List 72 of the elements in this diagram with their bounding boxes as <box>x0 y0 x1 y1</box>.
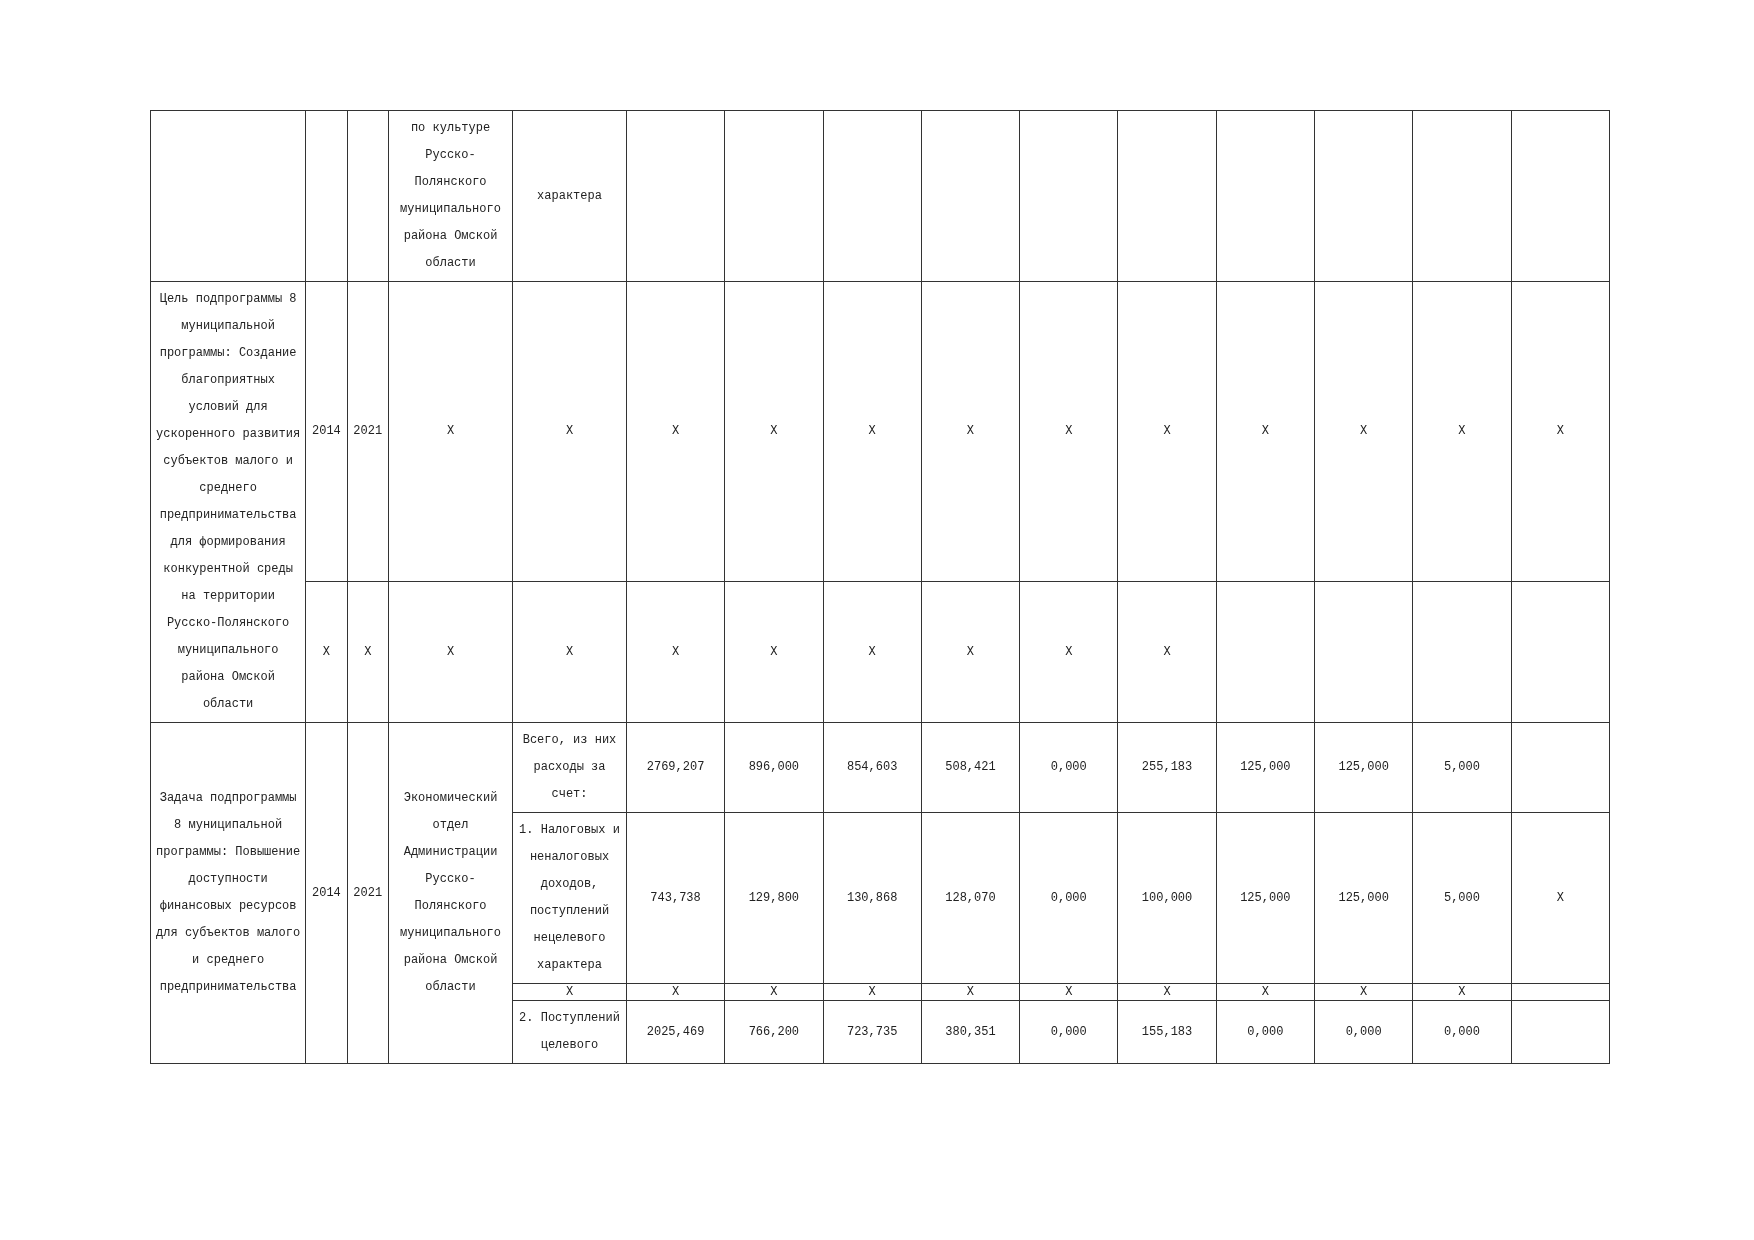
task-text: Задача подпрограммы 8 муниципальной программы: Повышение доступности финансовых ресурсов для субъектов малого и среднего предпринимательства <box>156 791 301 994</box>
x-mark: X <box>966 423 975 438</box>
amount-value: 0,000 <box>1050 1024 1087 1039</box>
amount-value: 255,183 <box>1141 760 1193 774</box>
x-mark: X <box>1556 423 1564 438</box>
amount-value: 0,000 <box>1247 1024 1284 1039</box>
x-mark: X <box>1556 890 1564 905</box>
amount-value: 5,000 <box>1443 760 1480 774</box>
amount-value: 2769,207 <box>646 760 705 774</box>
amount-value: 129,800 <box>748 890 800 905</box>
x-mark: X <box>1458 423 1466 438</box>
x-mark: X <box>446 644 455 659</box>
x-mark: X <box>770 423 778 438</box>
goal-text: Цель подпрограммы 8 муниципальной программы: Создание благоприятных условий для ускоренного развития субъектов малого и среднего предпринимательства для формирования конкурентной среды на территории Русско-Полянского муниципального района Омской области <box>156 292 301 711</box>
amount-value: 0,000 <box>1443 1024 1480 1039</box>
x-mark: X <box>966 644 975 659</box>
amount-value: 723,735 <box>846 1024 898 1039</box>
amount-value: 128,070 <box>945 890 996 905</box>
x-mark: X <box>565 985 574 999</box>
x-mark: X <box>1360 985 1368 999</box>
x-mark: X <box>671 644 680 659</box>
x-mark: X <box>1163 644 1171 659</box>
x-mark: X <box>1163 985 1171 999</box>
x-mark: X <box>565 644 574 659</box>
amount-value: 0,000 <box>1345 1024 1382 1039</box>
x-mark: X <box>868 423 876 438</box>
amount-value: 125,000 <box>1240 890 1291 905</box>
amount-value: 100,000 <box>1141 890 1193 905</box>
x-mark: X <box>1065 644 1073 659</box>
x-mark: X <box>322 644 330 659</box>
executor-text: по культуре Русско-Полянского муниципального района Омской области <box>400 121 501 270</box>
amount-value: 130,868 <box>846 890 898 905</box>
amount-value: 2025,469 <box>646 1024 705 1039</box>
start-year: 2014 <box>312 885 341 900</box>
x-mark: X <box>446 423 455 438</box>
x-mark: X <box>364 644 372 659</box>
x-mark: X <box>1065 985 1073 999</box>
amount-value: 743,738 <box>650 890 701 905</box>
executor-text: Экономический отдел Администрации Русско-Полянского муниципального района Омской области <box>400 791 501 994</box>
start-year: 2014 <box>312 423 341 438</box>
end-year: 2021 <box>353 423 383 438</box>
x-mark: X <box>671 985 680 999</box>
x-mark: X <box>1163 423 1171 438</box>
x-mark: X <box>770 985 778 999</box>
amount-value: 0,000 <box>1050 890 1087 905</box>
amount-value: 125,000 <box>1338 760 1389 774</box>
x-mark: X <box>1360 423 1368 438</box>
x-mark: X <box>966 985 975 999</box>
x-mark: X <box>1065 423 1073 438</box>
amount-value: 508,421 <box>945 760 996 774</box>
amount-value: 896,000 <box>748 760 800 774</box>
source-text: 1. Налоговых и неналоговых доходов, поступлений нецелевого характера <box>519 823 620 972</box>
x-mark: X <box>868 644 876 659</box>
amount-value: 380,351 <box>945 1024 996 1039</box>
x-mark: X <box>770 644 778 659</box>
amount-value: 125,000 <box>1240 760 1291 774</box>
x-mark: X <box>565 423 574 438</box>
source-text: характера <box>537 188 602 203</box>
amount-value: 155,183 <box>1141 1024 1193 1039</box>
x-mark: X <box>1261 985 1269 999</box>
amount-value: 125,000 <box>1338 890 1389 905</box>
x-mark: X <box>1458 985 1466 999</box>
x-mark: X <box>671 423 680 438</box>
end-year: 2021 <box>353 885 383 900</box>
amount-value: 766,200 <box>748 1024 800 1039</box>
amount-value: 0,000 <box>1050 760 1087 774</box>
source-text: 2. Поступлений целевого <box>519 1011 620 1052</box>
source-text: Всего, из них расходы за счет: <box>522 733 617 801</box>
x-mark: X <box>868 985 876 999</box>
amount-value: 5,000 <box>1443 890 1480 905</box>
x-mark: X <box>1261 423 1269 438</box>
amount-value: 854,603 <box>846 760 898 774</box>
